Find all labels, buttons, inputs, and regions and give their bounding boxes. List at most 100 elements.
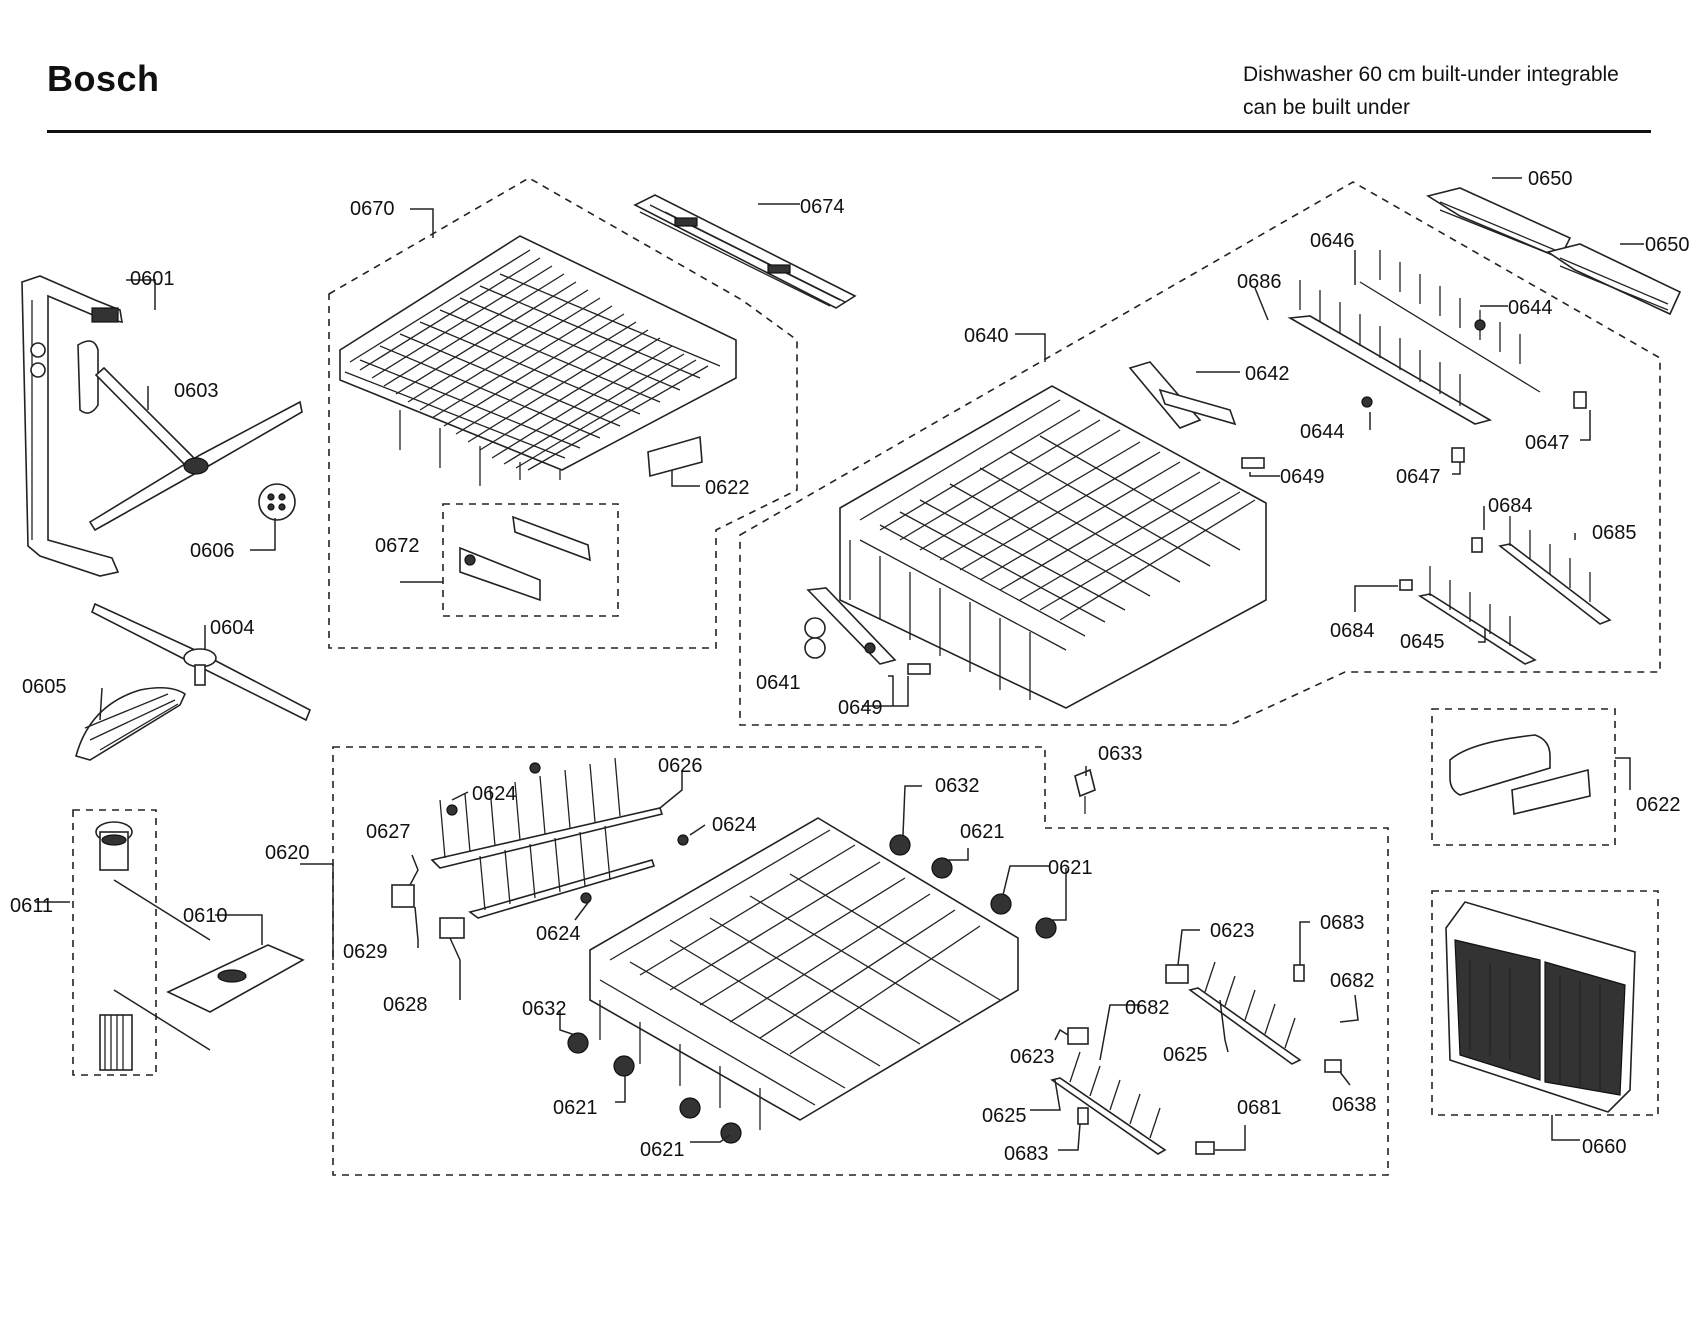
label-0684-a: 0684: [1488, 495, 1533, 517]
label-0640: 0640: [964, 325, 1009, 347]
clip-part-0649-upper: [1241, 457, 1265, 469]
label-0633: 0633: [1098, 743, 1143, 765]
brand-title: Bosch: [47, 58, 160, 99]
label-0682-a: 0682: [1330, 970, 1375, 992]
micro-filter-part: [95, 821, 211, 1071]
description-line-1: Dishwasher 60 cm built-under integrable: [1243, 63, 1619, 86]
label-0681: 0681: [1237, 1097, 1282, 1119]
cutlery-basket-group-outline: [1431, 890, 1659, 1116]
label-0647-a: 0647: [1525, 432, 1570, 454]
tine-row-part-0645: [1417, 566, 1537, 665]
label-0623-b: 0623: [1010, 1046, 1055, 1068]
tine-row-part-0686: [1287, 250, 1541, 425]
label-0674: 0674: [800, 196, 845, 218]
lower-spray-arm-part: [91, 602, 312, 722]
label-0624-a: 0624: [472, 783, 517, 805]
label-0649-lower: 0649: [838, 697, 883, 719]
clip-part-0638: [1324, 1059, 1342, 1073]
label-0610: 0610: [183, 905, 228, 927]
upper-spray-arm-part: [77, 340, 303, 532]
description-line-2: can be built under: [1243, 96, 1410, 119]
middle-basket-group-outline: [739, 181, 1661, 726]
clip-part-0647-b: [1451, 447, 1465, 463]
basket-bracket-part: [1128, 361, 1237, 429]
label-0638: 0638: [1332, 1094, 1377, 1116]
label-0627: 0627: [366, 821, 411, 843]
label-0621-c: 0621: [553, 1097, 598, 1119]
label-0605: 0605: [22, 676, 67, 698]
label-0604: 0604: [210, 617, 255, 639]
label-0685: 0685: [1592, 522, 1637, 544]
clip-part-0683-b: [1077, 1107, 1089, 1125]
clip-part-0644-b: [1361, 396, 1373, 408]
clip-part-0644-a: [1474, 319, 1486, 331]
label-0621-a: 0621: [960, 821, 1005, 843]
clip-part-0624-c: [677, 834, 689, 846]
header-rule: [47, 130, 1651, 133]
lower-basket-group-outline: [332, 746, 1389, 1176]
model-description: Dishwasher 60 cm built-under integrable …: [1243, 58, 1619, 124]
label-0624-b: 0624: [712, 814, 757, 836]
label-0683-b: 0683: [1004, 1143, 1049, 1165]
tine-row-part-0626: [430, 757, 664, 919]
label-0683-a: 0683: [1320, 912, 1365, 934]
label-0670: 0670: [350, 198, 395, 220]
label-0632-b: 0632: [522, 998, 567, 1020]
label-0606: 0606: [190, 540, 235, 562]
label-0623-a: 0623: [1210, 920, 1255, 942]
label-0629: 0629: [343, 941, 388, 963]
label-0624-c: 0624: [536, 923, 581, 945]
label-0647-b: 0647: [1396, 466, 1441, 488]
clip-part-0684-b: [1399, 579, 1413, 591]
label-0650-a: 0650: [1528, 168, 1573, 190]
label-0646: 0646: [1310, 230, 1355, 252]
clip-part-0681: [1195, 1141, 1215, 1155]
label-0603: 0603: [174, 380, 219, 402]
label-0626: 0626: [658, 755, 703, 777]
label-0682-b: 0682: [1125, 997, 1170, 1019]
clip-part-0684-a: [1471, 537, 1483, 553]
basket-wheels-part: [567, 834, 1057, 1144]
clip-part-0649-lower: [907, 663, 931, 675]
spray-nozzle-disc-part: [258, 483, 296, 521]
label-0632-a: 0632: [935, 775, 980, 797]
label-0641: 0641: [756, 672, 801, 694]
label-0621-d: 0621: [640, 1139, 685, 1161]
label-0650-b: 0650: [1645, 234, 1690, 256]
clip-part-0647-a: [1573, 391, 1587, 409]
clip-part-0683-a: [1293, 964, 1305, 982]
label-0684-b: 0684: [1330, 620, 1375, 642]
label-0642: 0642: [1245, 363, 1290, 385]
cutlery-basket-part: [1445, 901, 1636, 1113]
label-0686: 0686: [1237, 271, 1282, 293]
label-0644-a: 0644: [1508, 297, 1553, 319]
label-0625-b: 0625: [982, 1105, 1027, 1127]
rack-insert-part-0650: [1425, 187, 1682, 316]
clip-part-0629: [391, 884, 415, 908]
rack-clip-part-0623-b: [1067, 1027, 1089, 1045]
label-0660: 0660: [1582, 1136, 1627, 1158]
label-0601: 0601: [130, 268, 175, 290]
label-0622-upper: 0622: [705, 477, 750, 499]
label-0672: 0672: [375, 535, 420, 557]
tine-row-part-0682: [1050, 961, 1302, 1155]
upper-basket-part: [339, 235, 737, 486]
clip-part-0624-b: [446, 804, 458, 816]
handle-group-outline: [1431, 708, 1616, 846]
middle-basket-part: [839, 385, 1267, 709]
clip-part-0624-a: [529, 762, 541, 774]
leader-lines: [35, 177, 1644, 1151]
roller-bracket-part: [804, 587, 897, 665]
clip-part-0628: [439, 917, 465, 939]
supply-pipe-part: [21, 275, 123, 577]
cup-rack-part: [633, 194, 857, 309]
rack-adjuster-part-0633: [1074, 768, 1096, 814]
filter-group-outline: [72, 809, 157, 1076]
label-0622-lower: 0622: [1636, 794, 1681, 816]
label-0644-b: 0644: [1300, 421, 1345, 443]
upper-basket-group-outline: [328, 177, 798, 649]
spray-arm-cover-part: [75, 686, 187, 761]
guide-rail-part-upper: [459, 515, 591, 602]
flat-filter-part: [166, 944, 305, 1013]
